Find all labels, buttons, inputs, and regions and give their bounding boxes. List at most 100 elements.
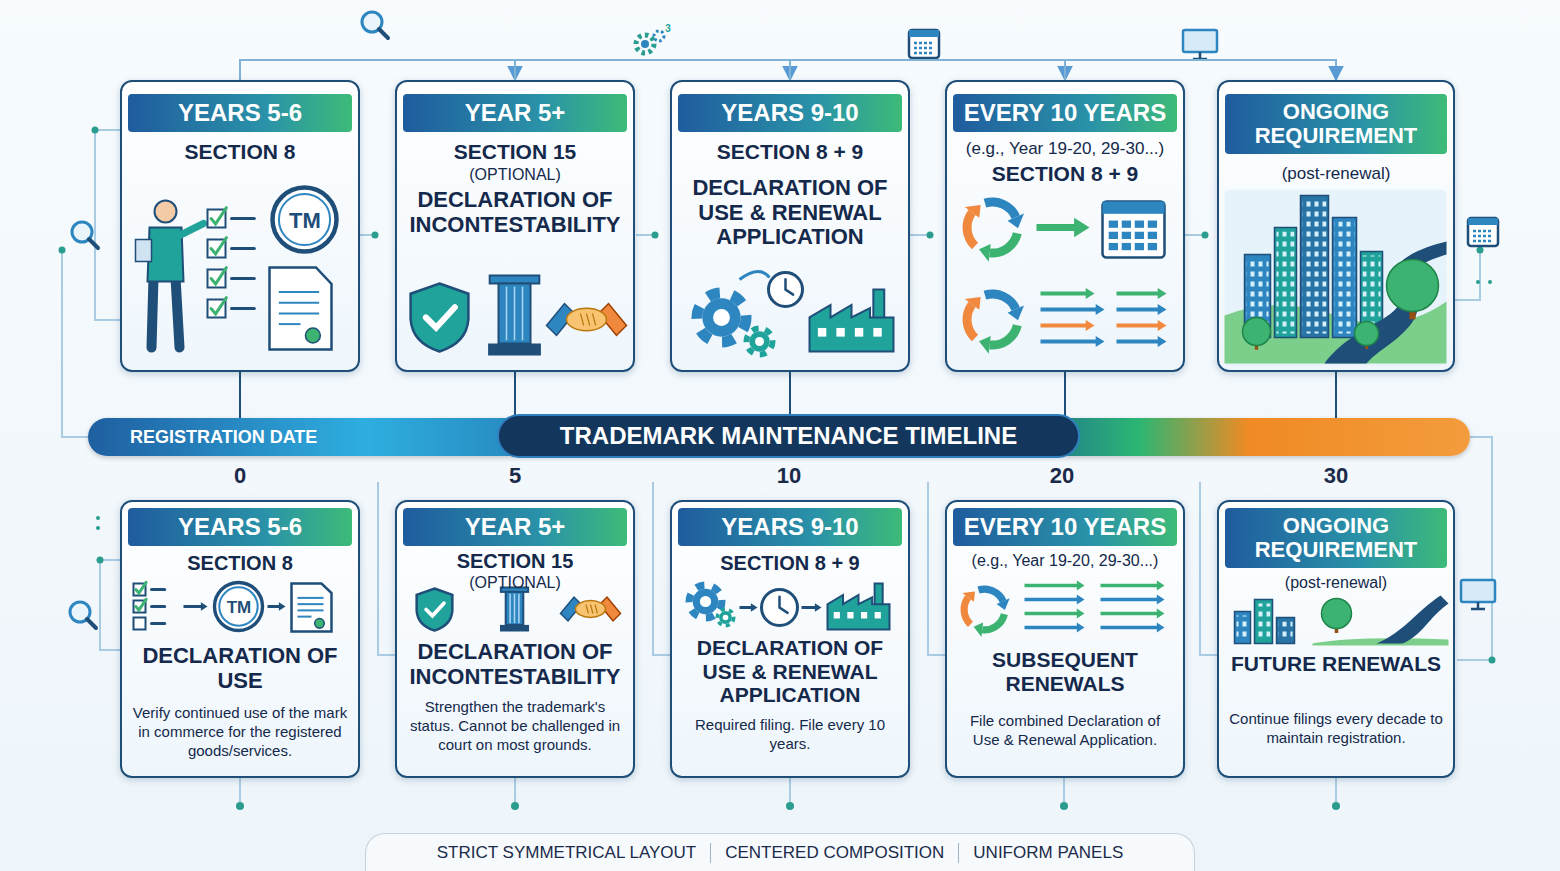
calendar-icon — [1103, 202, 1165, 258]
panel-illustration-part — [1235, 596, 1449, 646]
panel-illustration-part — [411, 276, 627, 356]
gear-icon-part — [697, 293, 746, 342]
arrow-icon-part — [1025, 612, 1079, 616]
column-icon-part — [514, 287, 516, 341]
arrow-icon — [1041, 304, 1105, 315]
connector-dots-part — [1332, 802, 1340, 810]
checklist-icon-part — [232, 217, 255, 220]
city-illustration-part — [1279, 622, 1293, 640]
arrow-icon-part — [1077, 609, 1085, 619]
handshake-icon — [547, 304, 627, 336]
gear-icon-part — [755, 337, 764, 346]
factory-icon-part — [810, 305, 894, 352]
person-figure-part — [152, 278, 180, 348]
document-icon-part — [298, 603, 324, 605]
panel-text: SECTION 15 — [405, 550, 625, 572]
arrow-icon-part — [1158, 304, 1167, 315]
arrow-icon — [1117, 288, 1167, 299]
circuit-lines-part — [653, 482, 670, 655]
checklist-icon-part — [232, 277, 255, 280]
tm-mark: TM — [289, 208, 321, 234]
arrow-icon-part — [1077, 595, 1085, 605]
city-illustration-part — [1243, 318, 1271, 346]
city-illustration-part — [1335, 222, 1355, 334]
arrow-icon-part — [1025, 598, 1079, 602]
arrow-icon — [740, 603, 758, 611]
handshake-icon-part — [576, 601, 606, 618]
panel-header: EVERY 10 YEARS — [953, 94, 1177, 132]
arrow-icon-part — [802, 606, 817, 609]
calendar-icon-part-part — [1468, 218, 1498, 246]
panel-text: DECLARATION OF USE & RENEWAL APPLICATION — [680, 636, 900, 707]
calendar-icon-part — [1135, 232, 1144, 239]
calendar-icon-part-part — [914, 43, 934, 53]
tm-badge-part — [279, 194, 330, 245]
factory-icon-part — [818, 328, 826, 337]
calendar-icon-part — [1135, 243, 1144, 250]
arrow-icon-part — [1158, 336, 1167, 347]
document-icon-part — [279, 291, 319, 293]
arrow-icon-part — [1117, 308, 1161, 312]
gear-icon-part — [641, 40, 649, 48]
node-text: STRICT SYMMETRICAL LAYOUT — [423, 843, 710, 863]
arrow-icon — [1025, 581, 1085, 591]
factory-icon-part — [828, 595, 890, 630]
checklist-icon-part — [134, 618, 146, 630]
panel-text: DECLARATION OF USE — [130, 644, 350, 693]
circuit-lines-part — [95, 130, 120, 320]
checklist-icon-part — [136, 582, 146, 593]
magnifier-icon-part — [362, 12, 388, 38]
arrow-icon-part — [1086, 288, 1095, 299]
calendar-icon-part-part — [1468, 218, 1498, 225]
arrow-icon — [1101, 581, 1165, 591]
checklist-icon-part — [211, 268, 226, 284]
arrow-icon — [1101, 609, 1165, 619]
panel-text: SUBSEQUENT RENEWALS — [955, 648, 1175, 695]
city-illustration-part — [1301, 196, 1329, 338]
arrow-icon — [1117, 336, 1167, 347]
document-icon-part — [298, 609, 324, 611]
clock-icon — [762, 590, 798, 626]
magnifier-icon-part-part — [87, 619, 96, 628]
column-icon-part — [500, 625, 529, 632]
arrow-icon-part — [1157, 595, 1165, 605]
gear-icon — [746, 328, 772, 354]
monitor-icon-part — [1183, 30, 1217, 59]
gear-icon-part — [689, 585, 722, 618]
cycle-arrows-icon-part — [997, 598, 1010, 610]
timeline-year: 30 — [1324, 463, 1348, 489]
connector-dots-part — [1489, 657, 1496, 664]
handshake-icon — [561, 597, 621, 621]
connector-dots-part — [96, 526, 100, 530]
connector-dots-part — [652, 232, 659, 239]
magnifier-icon-part — [72, 222, 98, 248]
checklist-icon-part — [232, 307, 255, 310]
column-icon-part — [499, 284, 531, 344]
panel-text: SECTION 8 + 9 — [680, 140, 900, 164]
tm-badge-part — [215, 583, 263, 631]
panel-text: SECTION 8 — [130, 140, 350, 164]
arrow-icon-part — [1077, 581, 1085, 591]
connector-dots-part — [236, 802, 244, 810]
city-illustration-part — [1277, 232, 1295, 334]
arrow-icon-part — [1025, 584, 1079, 588]
timeline-year: 5 — [509, 463, 521, 489]
checklist-icon-part — [211, 208, 226, 224]
timeline-panel: YEARS 5-6SECTION 8DECLARATION OF USEVeri… — [120, 500, 360, 778]
column-icon-part — [488, 344, 541, 356]
shield-icon-part — [426, 307, 455, 327]
arrow-icon — [1041, 288, 1095, 299]
arrow-icon-part — [279, 602, 286, 610]
gear-icon-part — [717, 609, 733, 625]
handshake-icon-part — [593, 314, 596, 326]
shield-icon — [417, 589, 453, 631]
cycle-arrows-icon — [961, 586, 1010, 637]
connector-dots-part — [927, 232, 934, 239]
cycle-arrows-icon-part — [989, 232, 1021, 257]
arrow-icon — [1037, 218, 1090, 238]
timeline-year: 20 — [1050, 463, 1074, 489]
panel-description: Verify continued use of the mark in comm… — [130, 704, 350, 760]
factory-icon-part — [861, 612, 867, 618]
magnifier-icon-part-part — [379, 29, 388, 38]
